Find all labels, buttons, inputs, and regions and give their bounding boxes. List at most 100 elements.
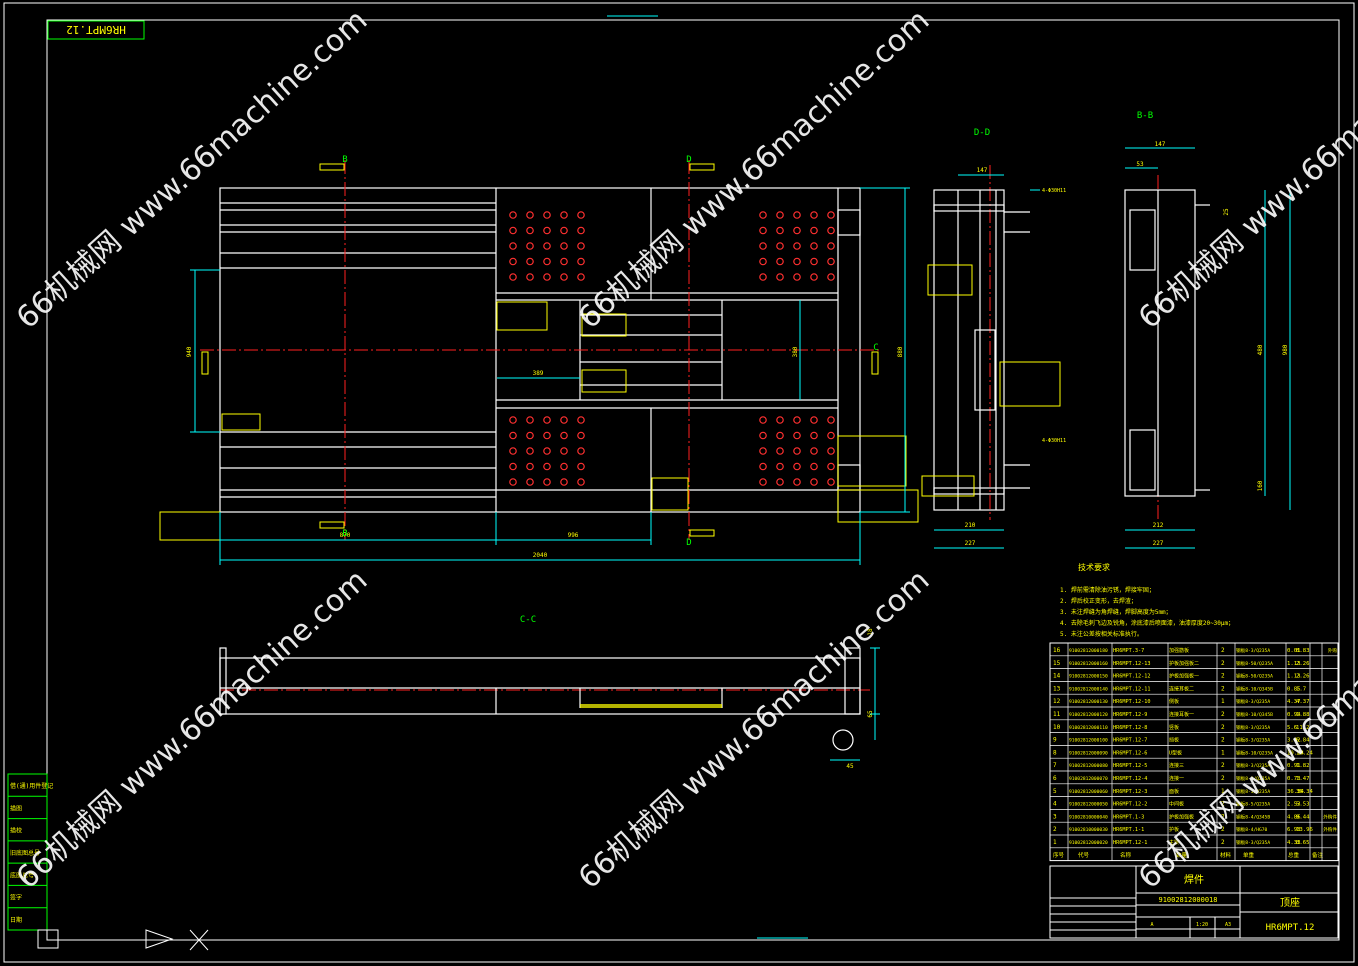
bom-cell-name: 护板 <box>1169 826 1179 833</box>
bom-header: 数量 <box>1176 851 1188 859</box>
bolt-hole <box>793 416 801 424</box>
bolt-hole <box>509 273 517 281</box>
bom-header: 名称 <box>1120 851 1132 859</box>
section-bb-view <box>1124 189 1210 497</box>
bom-cell-w2: 5.53 <box>1296 802 1309 808</box>
dim-main-height: 880 <box>897 346 904 357</box>
bolt-hole <box>560 211 568 219</box>
bom-cell-no: 12 <box>1053 698 1061 705</box>
bom-cell-w1: 0.91 <box>1287 763 1300 769</box>
bom-cell-qty: 2 <box>1221 711 1225 718</box>
bom-cell-qty: 2 <box>1221 737 1225 744</box>
title-stamp: A <box>1150 922 1153 928</box>
bom-cell-code: 91002812000140 <box>1069 686 1108 692</box>
dim-dd-bottom2: 227 <box>965 540 976 547</box>
bom-cell-ref: HR6MPT.12-4 <box>1113 776 1147 782</box>
label-bb: B-B <box>1137 111 1153 121</box>
bom-cell-ref: HR6MPT.3-7 <box>1113 648 1144 654</box>
bom-cell-w2: 1.82 <box>1296 763 1309 769</box>
bom-cell-no: 14 <box>1053 673 1061 680</box>
left-strip-item: 底图总号 <box>10 871 34 879</box>
bolt-hole <box>776 242 784 250</box>
bolt-hole <box>560 257 568 266</box>
bolt-hole <box>526 431 534 440</box>
tech-heading: 技术要求 <box>1078 562 1110 572</box>
bom-cell-note: 外购 <box>1328 647 1338 654</box>
bom-cell-qty: 2 <box>1221 762 1225 769</box>
bolt-hole <box>509 447 517 455</box>
tech-requirements: 技术要求 1. 焊前需清除油污锈，焊接牢固； 2. 焊后校正变形，去焊渣； 3.… <box>1060 562 1234 638</box>
bolt-hole <box>793 226 801 235</box>
bolt-hole <box>827 242 835 250</box>
bom-header: 备注 <box>1312 851 1324 859</box>
bolt-hole <box>793 273 801 281</box>
bom-cell-w1: 6.98 <box>1287 827 1301 833</box>
bom-cell-w2: 2.26 <box>1296 661 1309 667</box>
bom-cell-name: 加强筋板 <box>1169 647 1189 654</box>
bolt-hole <box>759 478 767 486</box>
bom-cell-no: 9 <box>1053 737 1057 744</box>
bolt-hole <box>560 447 568 455</box>
watermark: 66机械网 www.66machine.com <box>572 3 936 336</box>
bolt-hole <box>810 462 818 471</box>
dim-main-inner-w: 389 <box>533 370 544 377</box>
bom-cell-mat: 钢板8-4/Q345B <box>1236 813 1270 820</box>
dim-bb-h2: 980 <box>1282 344 1289 355</box>
bom-cell-no: 1 <box>1053 839 1057 846</box>
left-strip-item: 旧底图总号 <box>10 849 40 857</box>
bolt-hole <box>560 431 568 440</box>
bom-cell-code: 91002812000050 <box>1069 802 1108 808</box>
bom-header: 单重 <box>1243 851 1255 859</box>
bolt-hole <box>793 211 801 219</box>
dim-dd-small2: 4-Φ30H11 <box>1042 438 1066 444</box>
bom-cell-no: 3 <box>1053 813 1057 820</box>
bom-header: 总重 <box>1288 851 1300 859</box>
bolt-hole <box>543 211 551 219</box>
bom-cell-name: 护板加强板 <box>1169 813 1194 820</box>
bolt-hole <box>543 478 551 486</box>
drawing-frame <box>3 2 1355 963</box>
bolt-hole <box>776 257 784 266</box>
bolt-hole <box>526 462 534 471</box>
dim-bb-h3: 160 <box>1257 480 1264 491</box>
section-bb-text: B-B 147 53 480 980 160 25 212 227 <box>1136 111 1289 547</box>
bom-cell-w1: 10.24 <box>1287 750 1304 756</box>
bom-cell-code: 91002812000020 <box>1069 840 1108 846</box>
sec-d-top: D <box>686 155 691 165</box>
bom-cell-ref: HR6MPT.12-6 <box>1113 750 1147 756</box>
bolt-hole <box>577 273 585 281</box>
bolt-hole <box>793 242 801 250</box>
bolt-hole <box>827 257 835 266</box>
bom-cell-w2: 36.34 <box>1296 789 1313 795</box>
tech-item: 3. 未注焊缝为角焊缝，焊脚高度为5mm； <box>1060 608 1172 616</box>
bolt-hole <box>577 416 585 424</box>
bolt-hole <box>810 242 818 250</box>
label-dd: D-D <box>974 128 990 138</box>
bom-cell-ref: HR6MPT.12-2 <box>1113 802 1147 808</box>
bom-cell-ref: HR6MPT.12-3 <box>1113 789 1147 795</box>
bolt-hole <box>526 257 534 266</box>
dim-dd-top: 147 <box>977 167 988 174</box>
bom-cell-code: 91002812000120 <box>1069 712 1108 718</box>
dim-main-inner-h: 380 <box>792 346 799 357</box>
bolt-hole <box>509 478 517 486</box>
bom-cell-name: 护板加强板二 <box>1169 660 1199 667</box>
bolt-hole <box>577 257 585 266</box>
bom-outline <box>1049 642 1339 862</box>
bolt-hole <box>543 416 551 424</box>
bom-header: 材料 <box>1220 851 1232 859</box>
bom-cell-w2: 1.47 <box>1296 776 1309 782</box>
bolt-hole <box>827 447 835 455</box>
bom-cell-w1: 4.33 <box>1287 840 1300 846</box>
bolt-hole <box>526 447 534 455</box>
bom-cell-w2: 13.96 <box>1296 827 1313 833</box>
bolt-hole <box>759 257 767 266</box>
bom-cell-qty: 1 <box>1221 749 1225 756</box>
bom-cell-name: 护板加强板一 <box>1169 673 1199 680</box>
bom-cell-code: 91002812000060 <box>1069 789 1108 795</box>
bom-cell-name: 主梁 <box>1169 839 1179 846</box>
label-cc: C-C <box>520 615 536 625</box>
bolt-hole <box>776 478 784 486</box>
bom-cell-code: 91002812000180 <box>1069 648 1108 654</box>
